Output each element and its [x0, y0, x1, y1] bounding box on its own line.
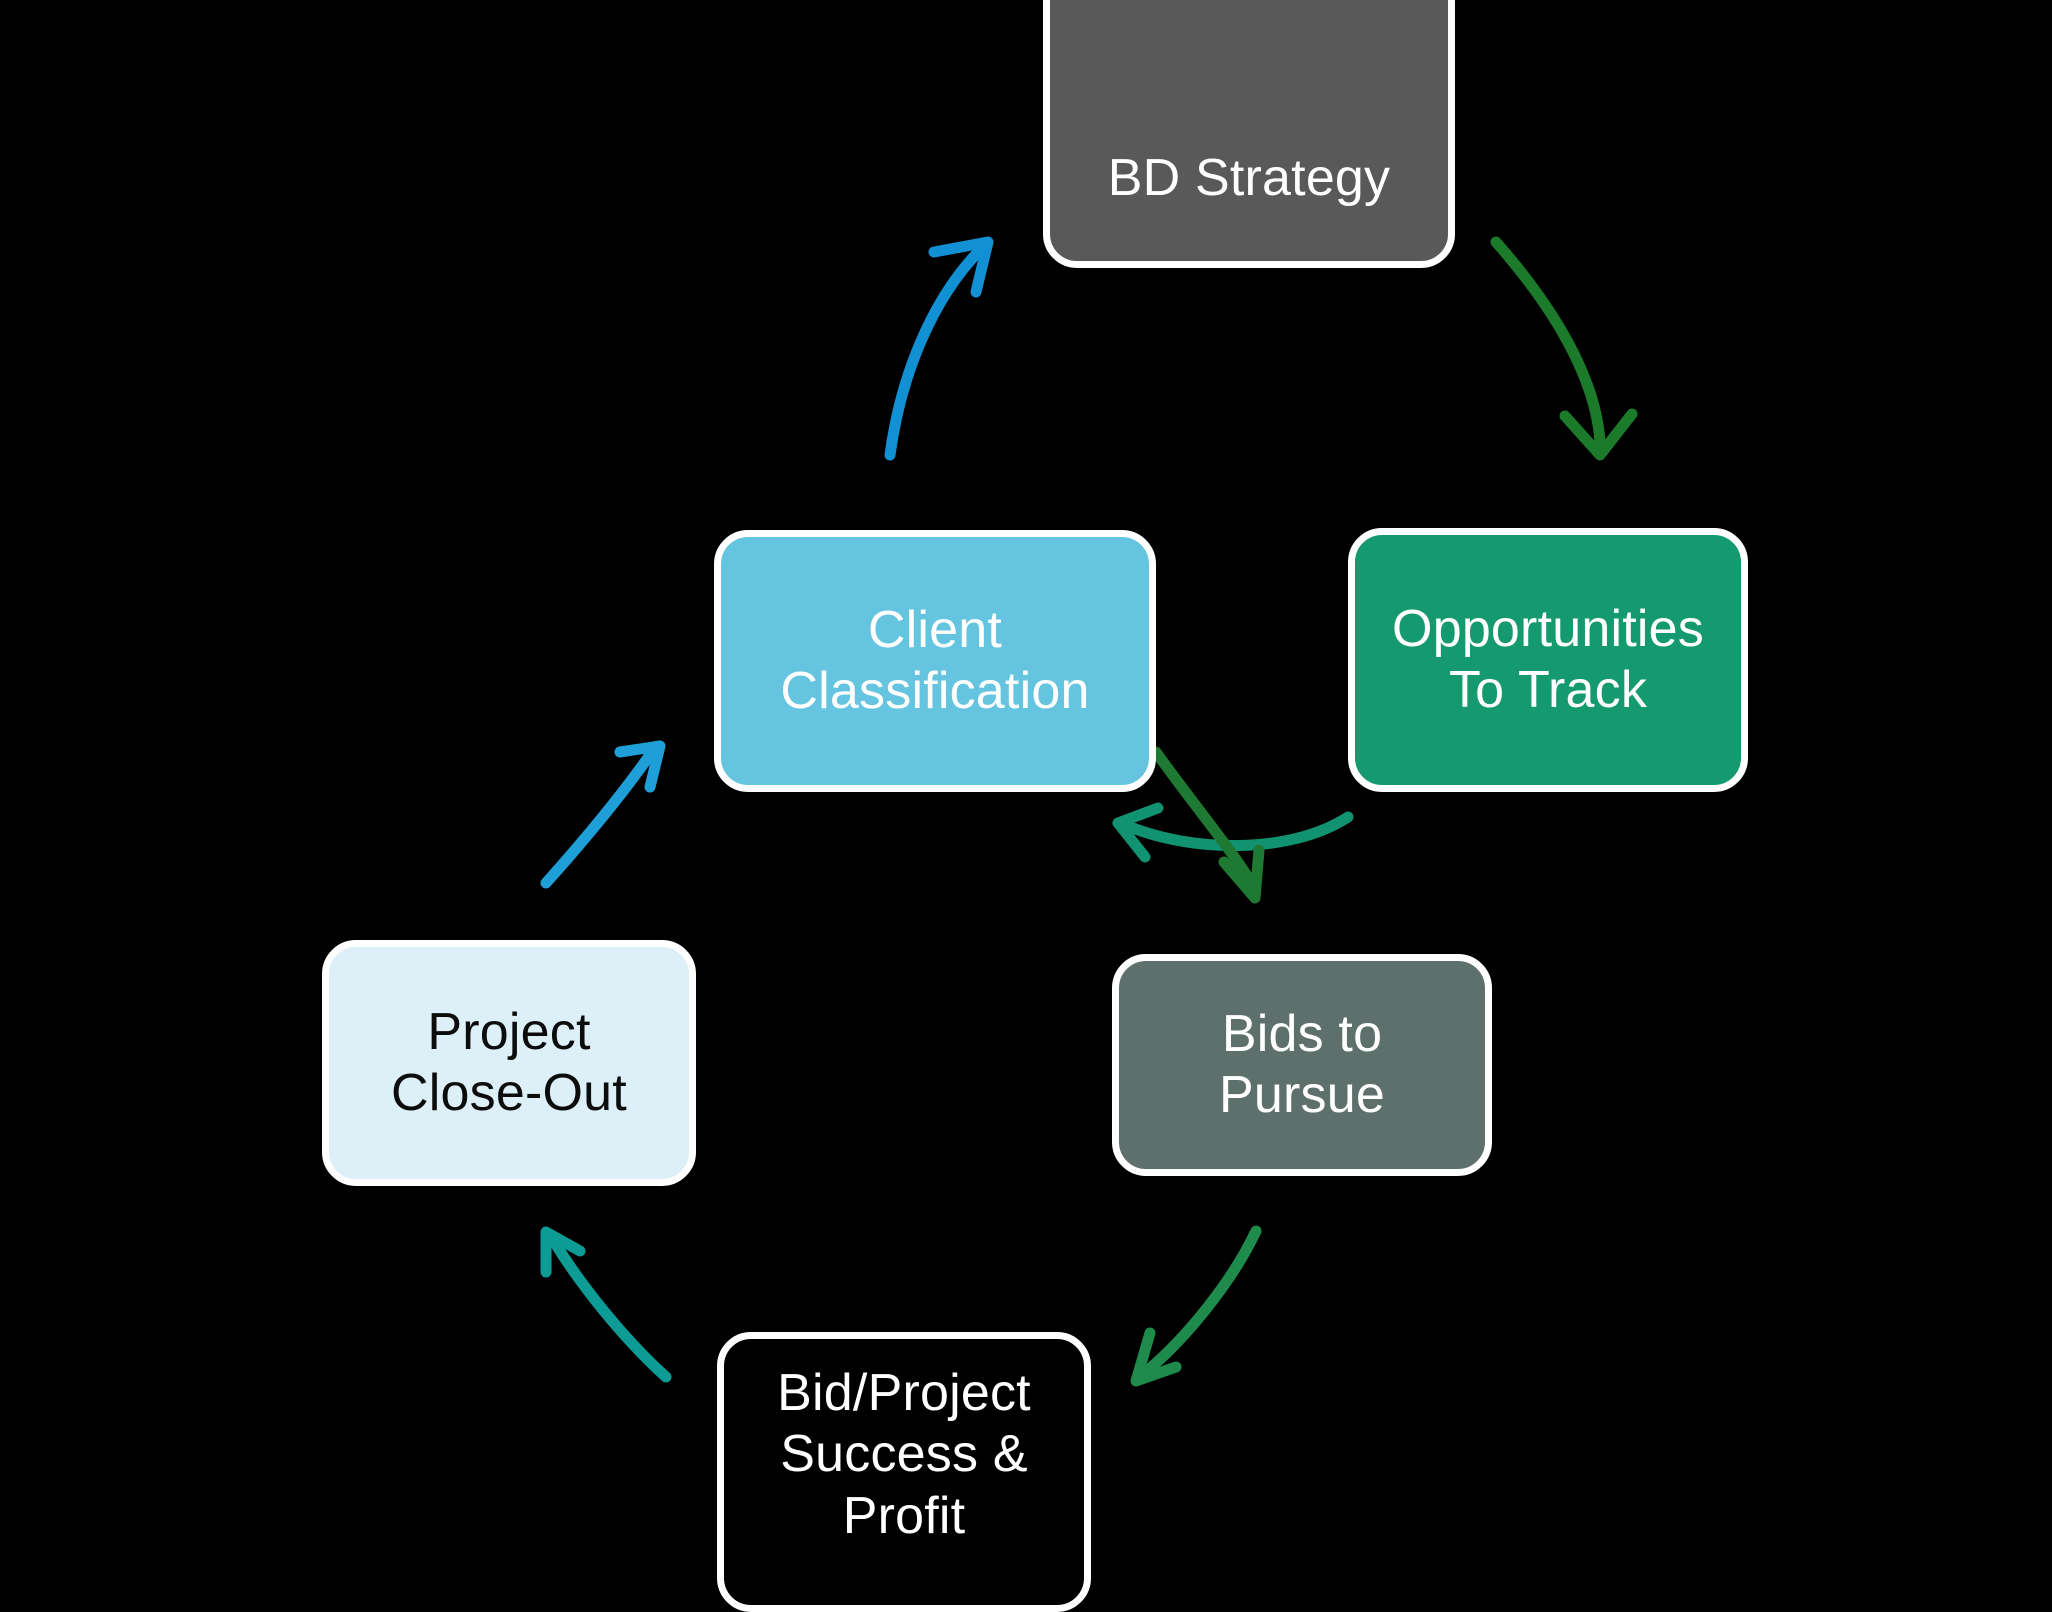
connector-opportunities-to-client [1112, 802, 1354, 863]
node-bids-to-pursue-label: Bids to Pursue [1219, 1004, 1385, 1124]
node-project-close-out[interactable]: Project Close-Out [322, 940, 696, 1186]
node-bids-to-pursue[interactable]: Bids to Pursue [1112, 954, 1492, 1176]
connector-bids-to-success [1130, 1225, 1262, 1387]
connector-client-to-bd [884, 236, 994, 461]
node-bid-project-success-profit-label: Bid/Project Success & Profit [777, 1364, 1031, 1545]
node-client-classification[interactable]: Client Classification [714, 530, 1156, 792]
node-bd-strategy[interactable]: BD Strategy [1043, 0, 1455, 268]
diagram-canvas: BD Strategy Opportunities To Track Bids … [322, 0, 1748, 1612]
node-project-close-out-label: Project Close-Out [391, 1002, 627, 1122]
node-opportunities-to-track-label: Opportunities To Track [1392, 599, 1704, 719]
connector-close-out-to-client [540, 740, 666, 889]
node-bd-strategy-label: BD Strategy [1107, 148, 1391, 207]
node-bid-project-success-profit[interactable]: Bid/Project Success & Profit [717, 1332, 1091, 1612]
connector-bd-to-opportunities [1490, 236, 1638, 461]
node-client-classification-label: Client Classification [780, 600, 1090, 720]
connector-client-to-bids [1150, 746, 1265, 904]
connector-success-to-close-out [540, 1226, 672, 1383]
node-opportunities-to-track[interactable]: Opportunities To Track [1348, 528, 1748, 792]
